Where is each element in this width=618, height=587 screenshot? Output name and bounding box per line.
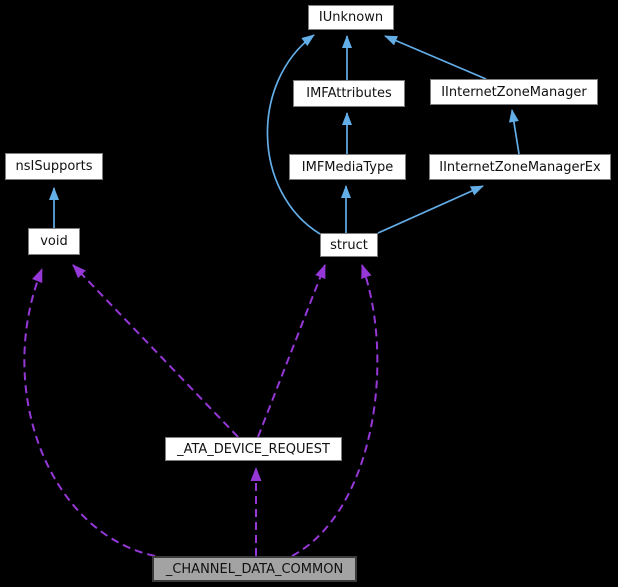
- edge-channel-to-void: [23, 268, 156, 557]
- edge-ata-to-struct: [257, 264, 326, 438]
- node-struct[interactable]: struct: [320, 233, 378, 257]
- edge-iinternetzonemanager-to-iunknown: [384, 35, 487, 80]
- node-iinternetzonemanager[interactable]: IInternetZoneManager: [430, 79, 598, 105]
- edge-ata-to-void: [72, 264, 239, 438]
- node-iunknown[interactable]: IUnknown: [308, 5, 394, 30]
- node-channel-data-common[interactable]: _CHANNEL_DATA_COMMON: [152, 556, 357, 582]
- edge-channel-to-struct: [291, 264, 379, 557]
- node-nsisupports[interactable]: nsISupports: [5, 153, 103, 180]
- edge-iinternetzonemanagerex-to-iinternetzonemanager: [508, 109, 520, 155]
- edge-struct-to-iinternetzonemanagerex: [377, 185, 484, 234]
- node-iinternetzonemanagerex[interactable]: IInternetZoneManagerEx: [429, 154, 611, 180]
- node-ata-device-request[interactable]: _ATA_DEVICE_REQUEST: [165, 437, 342, 461]
- node-imfmediatype[interactable]: IMFMediaType: [289, 154, 406, 180]
- node-void[interactable]: void: [28, 228, 80, 255]
- edge-struct-to-iunknown: [266, 34, 321, 235]
- node-imfattributes[interactable]: IMFAttributes: [293, 80, 405, 107]
